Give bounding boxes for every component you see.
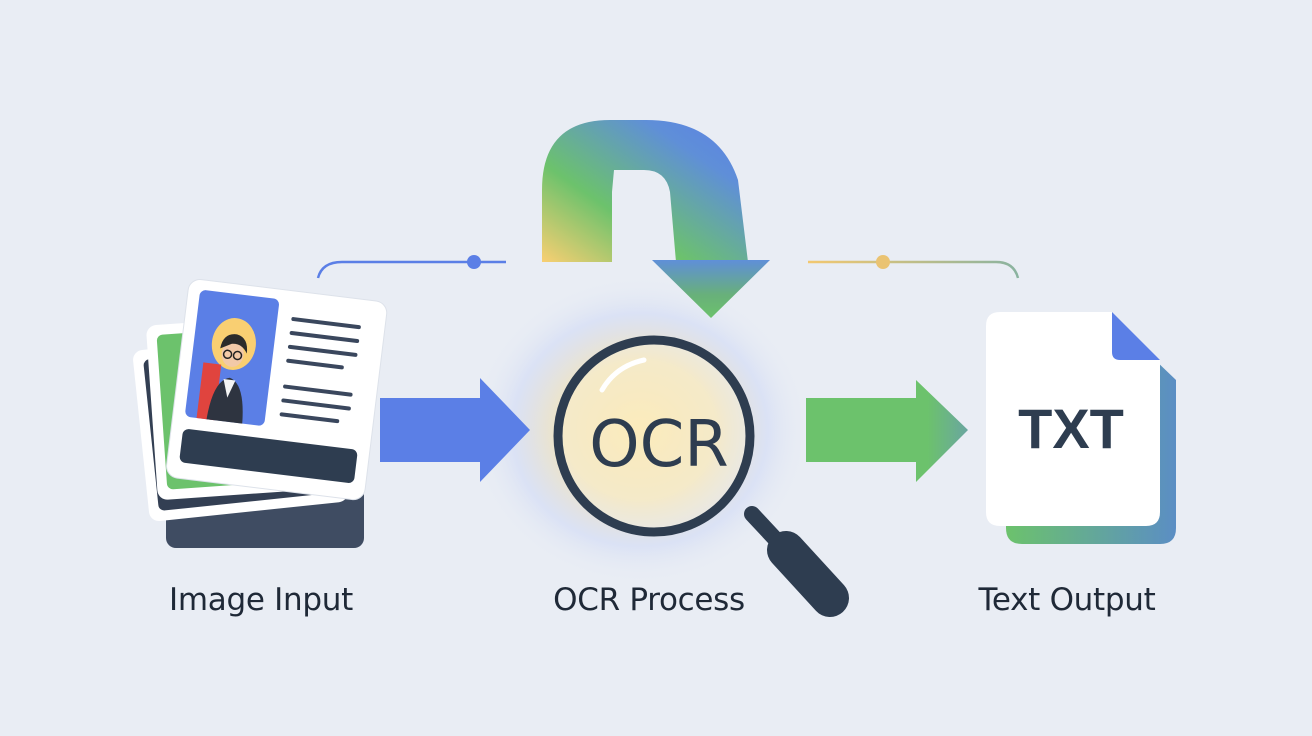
image-input-label: Image Input	[169, 582, 353, 618]
text-file-icon: TXT	[986, 312, 1176, 544]
arrow-right-icon	[380, 378, 530, 482]
text-output-label: Text Output	[978, 582, 1156, 618]
loop-arrow-icon	[542, 120, 770, 318]
connector-line-right	[808, 255, 1020, 279]
arrow-right-icon	[806, 380, 968, 482]
connector-line-left	[316, 255, 506, 279]
magnifier-icon: OCR	[553, 335, 849, 617]
process-glow	[470, 275, 810, 585]
txt-file-text: TXT	[1018, 397, 1124, 460]
id-card-stack-icon	[133, 278, 388, 548]
ocr-process-label: OCR Process	[553, 582, 745, 618]
ocr-lens-text: OCR	[589, 408, 729, 482]
